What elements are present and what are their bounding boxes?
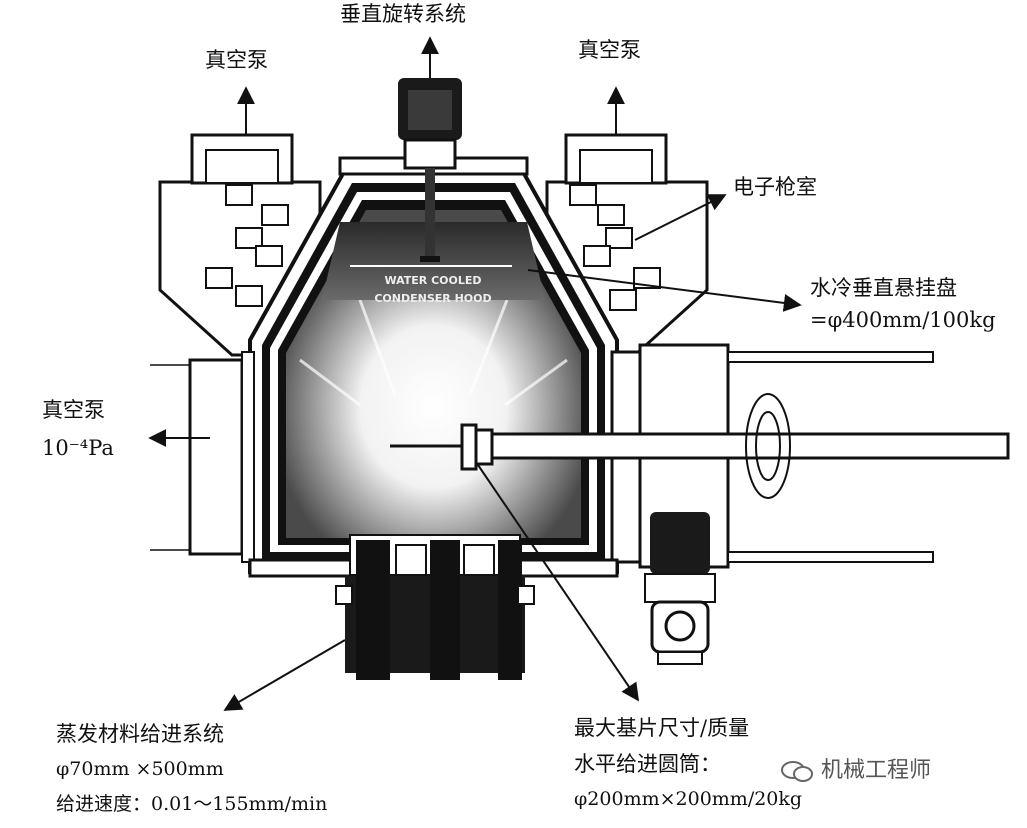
label-substrate-1: 最大基片尺寸/质量: [574, 716, 750, 740]
label-vacuum-pump-left: 真空泵: [205, 48, 268, 72]
hood-label-2: CONDENSER HOOD: [374, 292, 491, 305]
watermark-text: 机械工程师: [821, 758, 932, 783]
label-substrate-3: φ200mm×200mm/20kg: [574, 788, 803, 810]
label-feed-2: φ70mm ×500mm: [56, 758, 224, 780]
label-vacuum-pump-side: 真空泵: [42, 398, 105, 422]
leader-lines: [148, 36, 802, 711]
label-vertical-rotation: 垂直旋转系统: [340, 2, 466, 26]
label-feed-1: 蒸发材料给进系统: [56, 722, 224, 746]
label-hanging-plate-2: =φ400mm/100kg: [810, 308, 996, 332]
feed-system: [335, 534, 535, 680]
label-vacuum-pump-right: 真空泵: [578, 38, 641, 62]
vertical-rotation-motor: [398, 78, 462, 262]
label-substrate-2: 水平给进圆筒：: [574, 752, 721, 776]
horizontal-feed-cylinder: [390, 343, 1010, 665]
label-hanging-plate-1: 水冷垂直悬挂盘: [810, 276, 957, 300]
label-vacuum-pressure: 10⁻⁴Pa: [42, 436, 114, 460]
hood-label-1: WATER COOLED: [384, 274, 481, 287]
watermark: 机械工程师: [780, 752, 931, 784]
wechat-icon: [781, 761, 813, 782]
label-feed-3: 给进速度：0.01～155mm/min: [56, 793, 328, 815]
label-gun-chamber: 电子枪室: [733, 175, 817, 199]
left-gun-chamber: [158, 133, 322, 357]
